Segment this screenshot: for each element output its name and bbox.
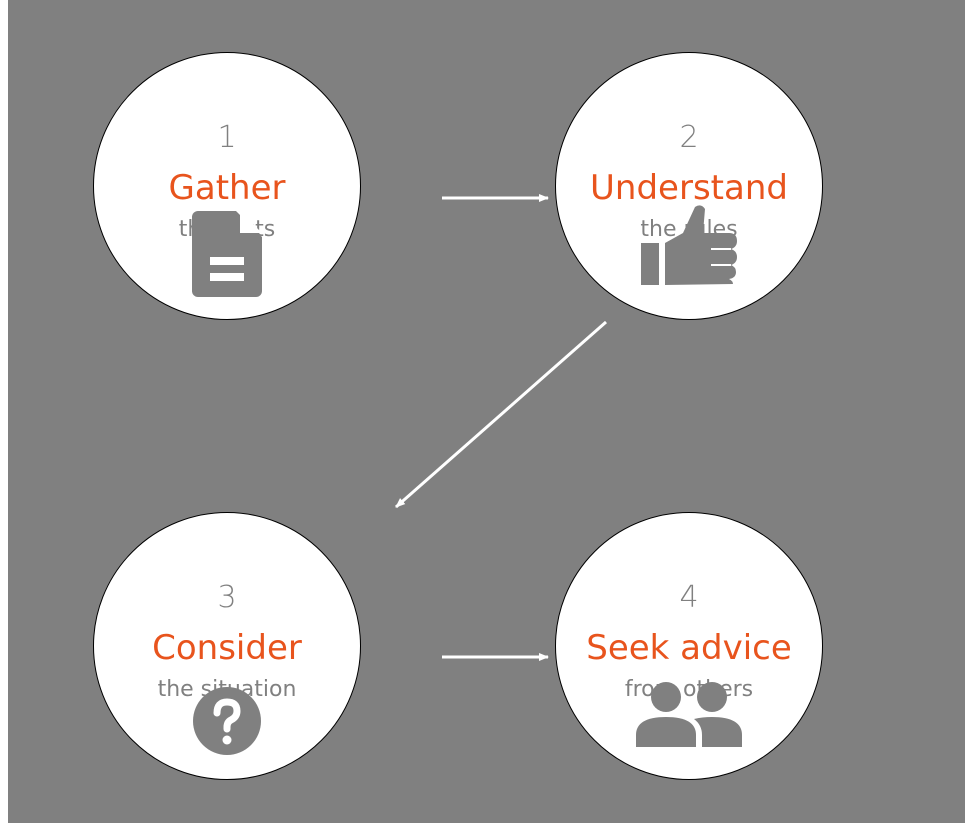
step-2-circle: 2 Understand the rules: [555, 52, 823, 320]
thumbs-up-icon: [641, 205, 737, 285]
question-icon: [193, 687, 261, 755]
step-title: Seek advice: [586, 628, 792, 668]
step-number: 2: [679, 120, 699, 155]
people-icon: [636, 682, 742, 747]
step-3-circle: 3 Consider the situation: [93, 512, 361, 780]
step-number: 1: [217, 120, 237, 155]
step-subtitle: from others: [624, 677, 754, 702]
document-icon: [192, 211, 262, 297]
step-title: Gather: [168, 168, 286, 208]
step-4-circle: 4 Seek advice from others: [555, 512, 823, 780]
step-number: 4: [679, 580, 699, 615]
step-1-circle: 1 Gather the facts: [93, 52, 361, 320]
step-title: Consider: [152, 628, 302, 668]
flow-arrows: [395, 194, 607, 661]
arrow-2-to-3: [395, 320, 607, 509]
step-title: Understand: [590, 168, 788, 208]
diagram-background: 1 Gather the facts 2 Understand the rule…: [8, 0, 965, 823]
step-number: 3: [217, 580, 237, 615]
